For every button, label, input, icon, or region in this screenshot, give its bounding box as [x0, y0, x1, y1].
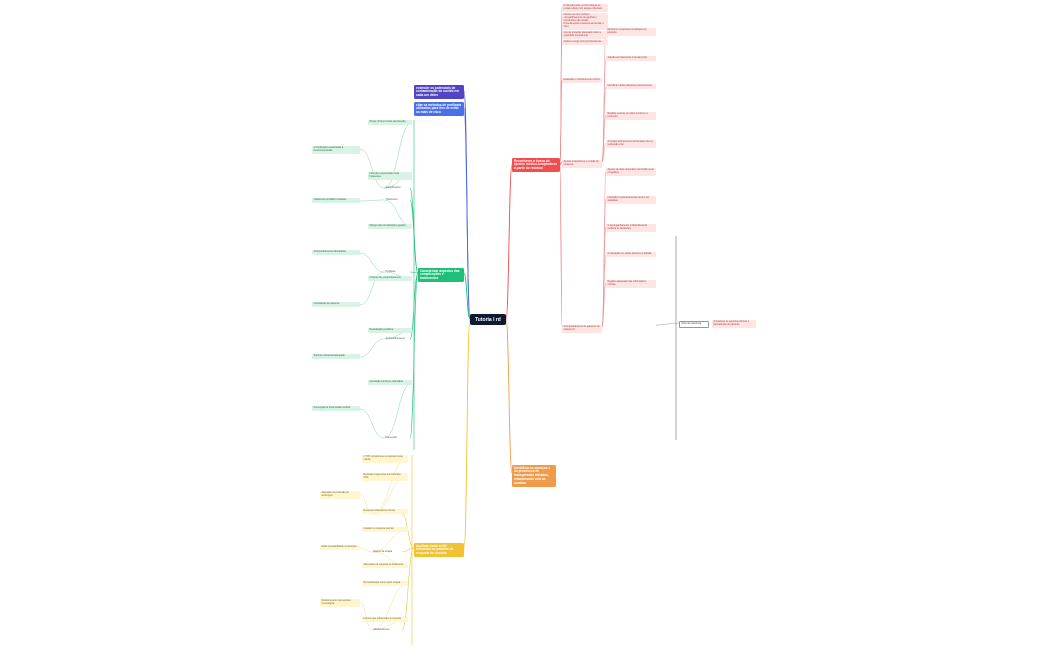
green-node-9[interactable]: Suporte nutricional adequado. [312, 354, 360, 359]
yellow-hub-1[interactable]: Efeitos da terapia [373, 550, 393, 553]
side-detail[interactable]: Considerar os aspectos clínicos e labora… [712, 320, 756, 328]
green-node-11[interactable]: Prevenção de transmissão vertical. [312, 406, 360, 411]
side-note[interactable]: Nota de referência [679, 321, 709, 328]
yellow-node-2[interactable]: Alteração na produção de anticorpos. [320, 491, 360, 499]
green-node-1[interactable]: Complicações associadas à imunossupressã… [312, 146, 360, 154]
red-node-4[interactable]: Avaliar a carga viral periodicamente. [562, 40, 608, 45]
green-hub-4[interactable]: Prevenção [385, 436, 397, 439]
main-topic-m6[interactable]: Analisar como a HIV influencia os padrõe… [414, 543, 464, 558]
connector-line [383, 199, 413, 228]
red-node-5[interactable]: Monitorar a resposta imunológica do paci… [606, 28, 656, 36]
green-hub-3[interactable]: Acompanhamento [385, 337, 405, 340]
yellow-node-9[interactable]: Fatores que influenciam a resposta. [362, 617, 408, 622]
yellow-node-7[interactable]: Reconstituição imune após terapia. [362, 581, 408, 586]
main-topic-m5[interactable]: Identificar as doenças e os processos de… [512, 465, 556, 487]
yellow-node-8[interactable]: Monitoramento da resposta imunológica. [320, 599, 360, 607]
red-node-8[interactable]: Realizar exames de rotina conforme o pro… [606, 112, 656, 120]
red-node-13[interactable]: A educação em saúde favorece a adesão. [606, 252, 656, 257]
red-node-1[interactable]: Fatores de risco incluem compartilhament… [562, 13, 608, 24]
green-node-8[interactable]: Reavaliação periódica. [368, 328, 412, 333]
connector-line [371, 457, 409, 515]
red-node-2[interactable]: Procedimentos invasivos aumentam o risco… [562, 22, 608, 30]
yellow-hub-2[interactable]: Monitoramento [373, 628, 390, 631]
connector-line [463, 318, 471, 549]
connector-line [601, 114, 607, 163]
connector-line [601, 142, 607, 163]
connector-line [383, 382, 413, 439]
connector-line [359, 601, 373, 631]
red-node-12[interactable]: O acompanhamento multiprofissional melho… [606, 224, 656, 232]
red-node-14[interactable]: Registro adequado das informações clínic… [606, 280, 656, 288]
green-node-0[interactable]: Sinais clínicos iniciais da infecção. [368, 120, 412, 125]
green-node-3[interactable]: Tratamento profilático indicado. [312, 198, 360, 203]
green-node-2[interactable]: Infecções oportunistas mais frequentes. [368, 172, 412, 180]
yellow-node-6[interactable]: Alterações na resposta ao tratamento. [362, 563, 408, 568]
green-node-7[interactable]: Orientações ao paciente. [312, 302, 360, 307]
red-node-7[interactable]: Identificar efeitos adversos precocement… [606, 84, 656, 89]
red-node-9[interactable]: A terapia antirretroviral combinada redu… [606, 140, 656, 148]
connector-line [371, 529, 409, 553]
yellow-node-3[interactable]: Resposta inflamatória crônica. [362, 509, 408, 514]
connector-line [359, 338, 385, 358]
yellow-node-5[interactable]: Maior suscetibilidade a infecções. [320, 545, 360, 550]
connector-line [559, 164, 563, 328]
connector-line [655, 322, 680, 326]
main-topic-m3[interactable]: Caracterizar aspectos das complicações e… [418, 268, 464, 283]
central-topic[interactable]: Tutoria I rd [470, 314, 506, 325]
green-hub-1[interactable]: Tratamento [385, 198, 398, 201]
green-hub-0[interactable]: Complicações [385, 186, 401, 189]
red-hub-0[interactable]: Avaliação e monitoramento clínico [562, 78, 602, 83]
central-topic-label: Tutoria I rd [475, 316, 501, 323]
main-topic-m4[interactable]: Reconhecer a busca de ajustes médico-ter… [512, 158, 560, 173]
red-hub-1[interactable]: Ajustes terapêuticos e revisão do esquem… [562, 160, 602, 168]
connector-line [359, 408, 385, 439]
red-node-11[interactable]: Interações medicamentosas devem ser aval… [606, 196, 656, 204]
red-node-3[interactable]: Uso de proteção adequada reduz a exposiç… [562, 31, 608, 39]
connector-line [359, 199, 385, 202]
connector-line [401, 547, 415, 631]
main-topic-m2[interactable]: citar os métodos de profilaxia utilizado… [414, 102, 464, 117]
green-node-10[interactable]: Vacinação conforme calendário. [368, 380, 412, 385]
green-node-5[interactable]: Acompanhamento laboratorial. [312, 250, 360, 255]
main-topic-m1[interactable]: entender os potenciais de contaminação d… [414, 85, 464, 100]
connector-line [463, 107, 471, 320]
red-node-6[interactable]: Adesão ao tratamento é fundamental. [606, 56, 656, 61]
connector-line [559, 161, 563, 166]
red-hub-2[interactable]: Acompanhamento do paciente em tratamento [562, 325, 602, 333]
connector-line [505, 318, 513, 474]
connector-line [505, 164, 513, 320]
connector-line [601, 282, 607, 328]
green-node-4[interactable]: Manejo das complicações agudas. [368, 224, 412, 229]
yellow-node-1[interactable]: Redução progressiva dos linfócitos CD4. [362, 473, 408, 481]
connector-line [401, 513, 415, 549]
connector-line [463, 273, 471, 320]
red-node-10[interactable]: Ajustes de dose dependem da função renal… [606, 168, 656, 176]
connector-line [559, 42, 563, 166]
yellow-node-4[interactable]: Impacto na resposta vacinal. [362, 527, 408, 532]
connector-line [359, 252, 385, 273]
connector-line [371, 583, 409, 631]
red-node-0[interactable]: A infecção pode ocorrer através de conta… [562, 4, 608, 12]
yellow-node-0[interactable]: O HIV compromete a resposta imune celula… [362, 455, 408, 463]
green-node-6[interactable]: Critérios de encaminhamento. [368, 276, 412, 281]
green-hub-2[interactable]: Profilaxia [385, 270, 396, 273]
connector-line [359, 547, 373, 553]
connector-line [359, 148, 385, 189]
connector-line [401, 547, 415, 553]
